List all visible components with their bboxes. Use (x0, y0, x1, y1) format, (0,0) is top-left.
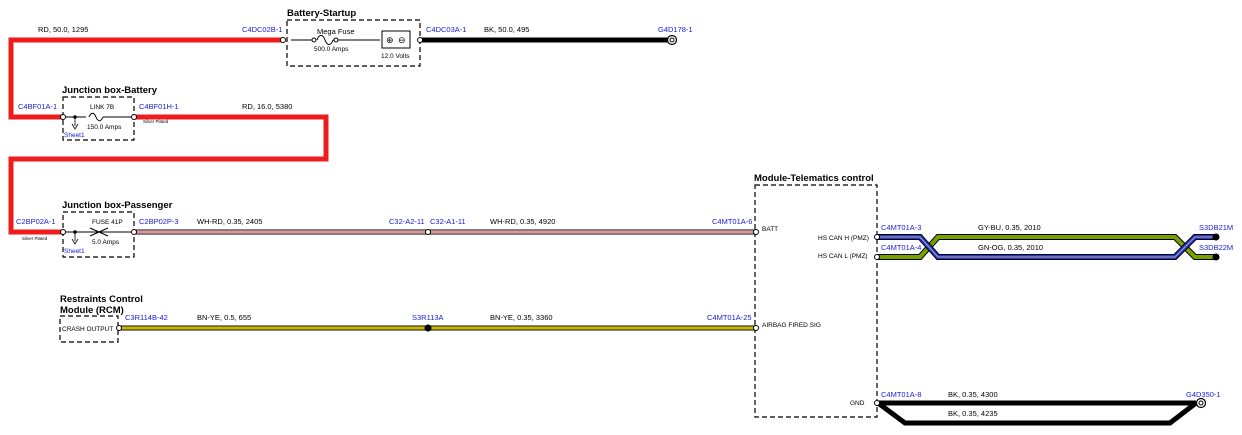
fuse-41p-label: FUSE 41P (92, 219, 123, 226)
splice-s3db22m[interactable]: S3DB22M (1199, 243, 1233, 252)
connector-c4mt01a-3[interactable]: C4MT01A-3 (881, 223, 921, 232)
wire-label-bn-ye-3360: BN-YE, 0.35, 3360 (490, 313, 553, 322)
pin-c2bp02a-1-icon (60, 229, 66, 235)
connector-g4d350-1[interactable]: G4D350-1 (1186, 390, 1221, 399)
rcm-crash-output-pin: CRASH OUTPUT (62, 326, 113, 333)
wire-label-wh-rd-2405: WH-RD, 0.35, 2405 (197, 217, 262, 226)
telematics-pin-can-l: HS CAN L (PMZ) (818, 253, 868, 260)
telematics-pin-gnd: GND (850, 400, 865, 407)
fuse-41p-rating: 5.0 Amps (92, 239, 120, 246)
mega-fuse-rating: 500.0 Amps (314, 46, 349, 53)
pin-c4mt01a-25-icon (753, 325, 759, 331)
connector-g4d178-1[interactable]: G4D178-1 (658, 25, 693, 34)
splice-s3db21m-dot (1212, 233, 1220, 241)
ground-g4d350-icon (1195, 397, 1207, 409)
battery-icon (381, 30, 411, 49)
pin-c4mt01a-3-icon (874, 234, 880, 240)
splice-s3db21m[interactable]: S3DB21M (1199, 223, 1233, 232)
splice-s3r113a[interactable]: S3R113A (412, 313, 444, 322)
rcm-title-line2: Module (RCM) (60, 305, 124, 316)
wire-label-bn-ye-655: BN-YE, 0.5, 655 (197, 313, 251, 322)
wire-label-rd-50-1295: RD, 50.0, 1295 (38, 25, 88, 34)
splice-s3r113a-dot (424, 324, 432, 332)
inline-c32-icon (425, 229, 431, 235)
connector-c4mt01a-25[interactable]: C4MT01A-25 (707, 313, 752, 322)
pin-c4bf01h-1-icon (131, 114, 137, 120)
battery-minus-icon: ⊖ (398, 35, 406, 45)
telematics-pin-batt: BATT (762, 226, 778, 233)
connector-c2bp02a-1[interactable]: C2BP02A-1 (16, 217, 56, 226)
connector-c32-a2-11[interactable]: C32-A2-11 (389, 217, 425, 226)
connector-c4mt01a-8[interactable]: C4MT01A-8 (881, 390, 921, 399)
wire-gy-bu-2010[interactable] (878, 234, 1216, 260)
pin-c4bf01a-1-icon (60, 114, 66, 120)
wire-label-gn-og-2010: GN-OG, 0.35, 2010 (978, 243, 1043, 252)
rcm-title-line1: Restraints Control (60, 294, 143, 305)
link-7b-rating: 150.0 Amps (87, 124, 122, 131)
connector-c4bf01h-1[interactable]: C4BF01H-1 (139, 102, 179, 111)
wire-label-bk-50-495: BK, 50.0, 495 (484, 25, 529, 34)
mega-fuse-icon (291, 35, 380, 45)
link-7b-label: LINK 7B (90, 104, 114, 111)
jb-battery-plating: Silver Plated (143, 119, 169, 124)
jb-passenger-title: Junction box-Passenger (62, 200, 173, 211)
splice-s3db22m-dot (1212, 253, 1220, 261)
pin-c2bp02p-3-icon (131, 229, 137, 235)
connector-c4dc02b-1[interactable]: C4DC02B-1 (242, 25, 282, 34)
pin-c4mt01a-6-icon (753, 229, 759, 235)
battery-plus-icon: ⊕ (386, 35, 394, 45)
wire-rd-50-1295[interactable] (8, 37, 283, 120)
connector-c3r114b-42[interactable]: C3R114B-42 (125, 313, 168, 322)
telematics-title: Module-Telematics control (754, 173, 874, 184)
pin-c4dc02b-1-icon (280, 37, 286, 43)
telematics-module-box[interactable] (754, 184, 878, 418)
pin-c4mt01a-4-icon (874, 254, 880, 260)
jb-battery-title: Junction box-Battery (62, 85, 158, 96)
connector-c4mt01a-6[interactable]: C4MT01A-6 (712, 217, 752, 226)
ground-g4d178-icon (666, 34, 678, 46)
wire-label-rd-16-5380: RD, 16.0, 5380 (242, 102, 292, 111)
jb-passenger-sheet-link[interactable]: Sheet1 (64, 248, 85, 255)
pin-c3r114b-42-icon (116, 325, 122, 331)
telematics-pin-can-h: HS CAN H (PMZ) (818, 235, 869, 242)
fuse-41p-icon (66, 227, 131, 237)
wire-rd-16-5380[interactable] (8, 114, 329, 235)
telematics-pin-airbag: AIRBAG FIRED SIG (762, 322, 821, 329)
connector-c4dc03a-1[interactable]: C4DC03A-1 (426, 25, 466, 34)
wire-label-wh-rd-4920: WH-RD, 0.35, 4920 (490, 217, 555, 226)
connector-c4mt01a-4[interactable]: C4MT01A-4 (881, 243, 921, 252)
connector-c2bp02p-3[interactable]: C2BP02P-3 (139, 217, 179, 226)
mega-fuse-label: Mega Fuse (317, 27, 355, 36)
connector-c32-a1-11[interactable]: C32-A1-11 (430, 217, 466, 226)
pin-c4mt01a-8-icon (874, 400, 880, 406)
wire-gn-og-2010[interactable] (878, 234, 1216, 260)
wire-label-bk-4235: BK, 0.35, 4235 (948, 409, 998, 418)
wire-label-bk-4300: BK, 0.35, 4300 (948, 390, 998, 399)
wire-label-gy-bu-2010: GY-BU, 0.35, 2010 (978, 223, 1041, 232)
jb-passenger-plating: Silver Plated (22, 236, 48, 241)
connector-c4bf01a-1[interactable]: C4BF01A-1 (18, 102, 57, 111)
battery-voltage: 12.0 Volts (381, 53, 410, 60)
jb-battery-sheet-link[interactable]: Sheet1 (64, 132, 85, 139)
battery-startup-title: Battery-Startup (287, 8, 356, 19)
rcm-box[interactable] (59, 315, 119, 343)
wire-bk-0-35-4235[interactable] (876, 400, 1198, 426)
pin-c4dc03a-1-icon (417, 37, 423, 43)
